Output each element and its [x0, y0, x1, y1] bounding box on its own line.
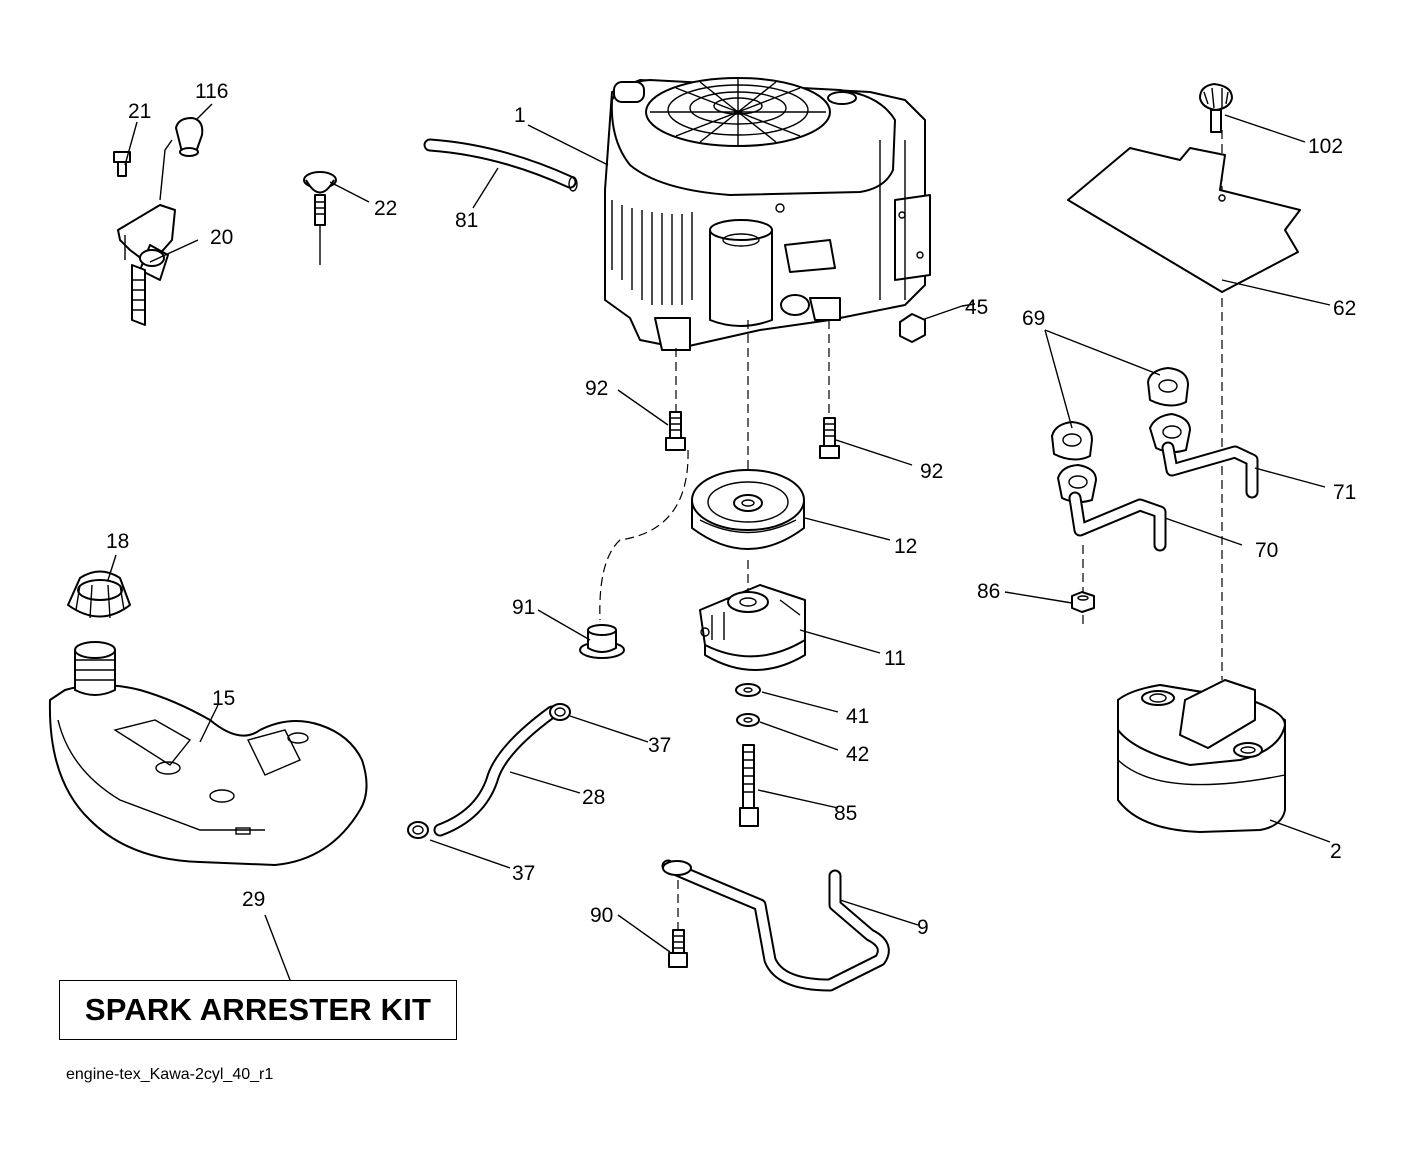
pulley-part	[691, 469, 805, 550]
file-reference: engine-tex_Kawa-2cyl_40_r1	[66, 1066, 274, 1083]
spark-arrester-kit-label: SPARK ARRESTER KIT	[84, 992, 432, 1027]
throttle-knob-116-part	[175, 117, 204, 157]
callout-22: 22	[374, 197, 397, 220]
fuel-filter-part	[579, 624, 625, 659]
callout-12: 12	[894, 535, 917, 558]
callout-116: 116	[195, 80, 228, 103]
callout-86: 86	[977, 580, 1000, 603]
engine-part	[604, 77, 931, 351]
callout-18: 18	[106, 530, 129, 553]
callout-37-upper: 37	[648, 734, 671, 757]
fuel-line-part	[423, 138, 578, 192]
muffler-part	[1117, 679, 1286, 833]
callout-62: 62	[1333, 297, 1356, 320]
bolt-92-right-part	[819, 417, 840, 459]
fuel-cap-part	[67, 570, 131, 619]
bolt-90-part	[668, 929, 688, 968]
callout-91: 91	[512, 596, 535, 619]
leader-lines	[107, 103, 1331, 981]
sensor-45-part	[899, 305, 963, 343]
callout-2: 2	[1330, 840, 1342, 863]
callout-70: 70	[1255, 539, 1278, 562]
gasket-69-upper-part	[1147, 367, 1189, 407]
nut-86-part	[1071, 591, 1095, 613]
knob-102-part	[1199, 83, 1233, 133]
callout-9: 9	[917, 916, 929, 939]
hose-clamp-37-lower-part	[407, 821, 429, 839]
callout-28: 28	[582, 786, 605, 809]
callout-42: 42	[846, 743, 869, 766]
spark-arrester-kit-box: SPARK ARRESTER KIT	[59, 980, 457, 1040]
bolt-92-left-part	[665, 411, 686, 451]
exhaust-pipe-70-part	[1057, 464, 1167, 552]
bracket-rod-part	[661, 859, 890, 992]
callout-92-left: 92	[585, 377, 608, 400]
bolt-85-part	[739, 744, 759, 827]
fuel-hose-part	[433, 705, 559, 837]
washer-41-part	[735, 683, 761, 697]
callout-21: 21	[128, 100, 151, 123]
callout-71: 71	[1333, 481, 1356, 504]
plunger-22-part	[303, 171, 337, 265]
heat-shield-part	[1067, 147, 1301, 293]
callout-90: 90	[590, 904, 613, 927]
exhaust-pipe-71-part	[1149, 413, 1259, 499]
callout-41: 41	[846, 705, 869, 728]
callout-81: 81	[455, 209, 478, 232]
washer-42-part	[736, 713, 760, 727]
callout-15: 15	[212, 687, 235, 710]
hose-clamp-37-upper-part	[549, 703, 571, 721]
callout-85: 85	[834, 802, 857, 825]
callout-labels: 1 2 9 11 12 15 18 20 21 22 28 29 37 37 4…	[106, 80, 1356, 939]
callout-11: 11	[884, 647, 906, 670]
callout-37-lower: 37	[512, 862, 535, 885]
fuel-filter-routing	[599, 449, 689, 621]
callout-20: 20	[210, 226, 233, 249]
callout-102: 102	[1308, 135, 1343, 158]
callout-45: 45	[965, 296, 988, 319]
throttle-control-part	[117, 139, 176, 326]
callout-69: 69	[1022, 307, 1045, 330]
callout-1: 1	[514, 104, 526, 127]
gasket-69-lower-part	[1051, 421, 1093, 461]
electric-clutch-part	[699, 584, 806, 671]
callout-92-right: 92	[920, 460, 943, 483]
fuel-tank-part	[48, 641, 368, 866]
callout-29: 29	[242, 888, 265, 911]
